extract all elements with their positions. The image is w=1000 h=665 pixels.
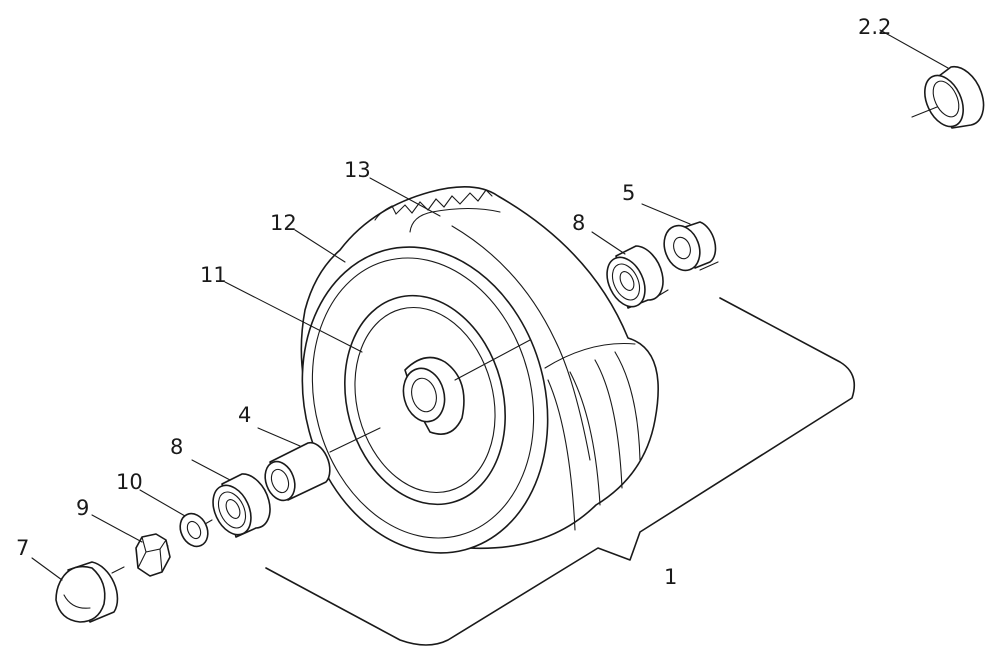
part-8-bearing-bottom	[212, 473, 271, 538]
callout-10: 10	[116, 470, 143, 494]
part-9-hex-nut	[135, 533, 171, 577]
part-8-bearing-top	[606, 245, 664, 309]
part-4-spacer-tube	[264, 441, 331, 502]
part-7-hub-cap	[55, 561, 119, 623]
callout-7: 7	[16, 536, 29, 560]
callout-4: 4	[238, 403, 251, 427]
callout-11: 11	[200, 263, 227, 287]
callout-9: 9	[76, 496, 89, 520]
callout-2-2: 2.2	[858, 15, 891, 39]
callout-13: 13	[344, 158, 371, 182]
callout-8-bottom: 8	[170, 435, 183, 459]
part-11-rim	[344, 294, 506, 506]
callout-5: 5	[622, 181, 635, 205]
leader-lines	[31, 29, 949, 581]
assembly-bracket	[265, 297, 856, 646]
part-2-2-cap	[911, 65, 985, 129]
callout-8-top: 8	[572, 211, 585, 235]
part-10-washer	[179, 512, 209, 548]
callout-12: 12	[270, 211, 297, 235]
callout-1: 1	[664, 565, 677, 589]
part-5-washer	[663, 221, 717, 272]
